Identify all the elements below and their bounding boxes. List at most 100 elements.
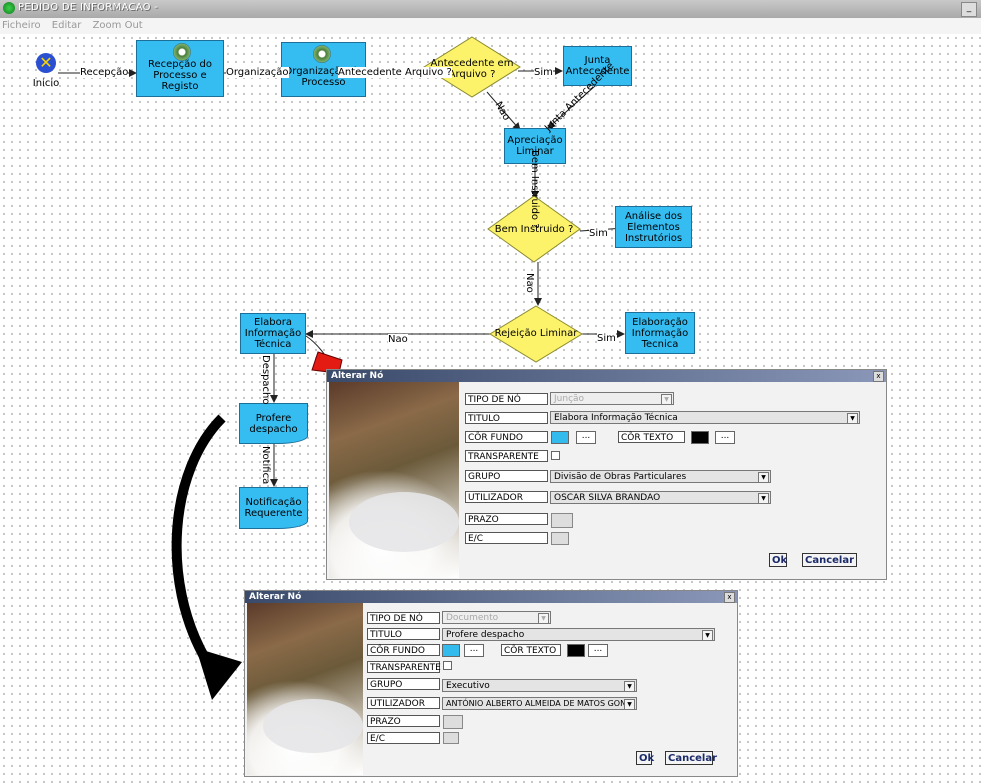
alterar-no-dialog-1: Alterar Nó x TIPO DE NÓ Junção ▼ TITULO … — [326, 369, 887, 580]
dialog-1-title: Alterar Nó — [327, 370, 886, 382]
decision-antecedente — [423, 36, 521, 98]
cor-fundo-swatch[interactable] — [442, 644, 460, 657]
prazo-field[interactable] — [443, 715, 463, 729]
close-icon[interactable]: x — [873, 371, 884, 382]
window-titlebar: PEDIDO DE INFORMACAO - _ — [0, 0, 981, 18]
edge-label-antecedente-arquivo: Antecedente Arquivo ? — [338, 67, 452, 78]
grupo-value: Executivo — [446, 681, 490, 691]
menu-ficheiro[interactable]: Ficheiro — [2, 20, 41, 31]
tipo-select[interactable]: Documento ▼ — [442, 611, 551, 624]
ec-field[interactable] — [551, 532, 569, 545]
utilizador-select[interactable]: ANTÓNIO ALBERTO ALMEIDA DE MATOS GON ▼ — [442, 697, 637, 710]
chevron-down-icon[interactable]: ▼ — [847, 413, 858, 423]
black-curved-arrow-icon — [171, 414, 226, 663]
titulo-value: Elabora Informação Técnica — [554, 413, 678, 423]
cor-fundo-button[interactable]: ... — [576, 431, 596, 444]
cor-texto-button[interactable]: ... — [588, 644, 608, 657]
utilizador-value: ANTÓNIO ALBERTO ALMEIDA DE MATOS GON — [446, 699, 627, 708]
label-tipo: TIPO DE NÓ — [367, 612, 440, 624]
node-elabora-info-label: Elabora Informação Técnica — [244, 317, 302, 350]
app-icon — [3, 2, 15, 14]
transparente-checkbox[interactable] — [443, 661, 452, 670]
alterar-no-dialog-2: Alterar Nó x TIPO DE NÓ Documento ▼ TITU… — [244, 590, 738, 777]
edge-label-organizacao: Organização — [226, 67, 289, 78]
label-tipo: TIPO DE NÓ — [465, 393, 548, 405]
titulo-value: Profere despacho — [446, 630, 525, 640]
node-elaboracao-label: Elaboração Informação Tecnica — [631, 316, 689, 350]
label-prazo: PRAZO — [367, 715, 440, 727]
start-icon[interactable]: ✕ — [36, 53, 56, 73]
cor-texto-swatch[interactable] — [691, 431, 709, 444]
decision-bem-instruido — [487, 195, 581, 263]
chevron-down-icon[interactable]: ▼ — [624, 681, 635, 691]
node-notificacao[interactable]: Notificação Requerente — [239, 487, 308, 529]
utilizador-select[interactable]: OSCAR SILVA BRANDAO ▼ — [550, 491, 771, 504]
cancel-button[interactable]: Cancelar — [802, 553, 857, 567]
chevron-down-icon[interactable]: ▼ — [758, 472, 769, 482]
node-organizacao-label: Organização do Processo — [284, 65, 363, 88]
gear-icon — [313, 45, 331, 63]
transparente-checkbox[interactable] — [551, 451, 560, 460]
cor-fundo-swatch[interactable] — [551, 431, 569, 444]
close-icon[interactable]: x — [724, 592, 735, 603]
node-bem-instruido-label: Bem Instruido ? — [494, 224, 574, 235]
menu-bar: Ficheiro Editar Zoom Out — [0, 18, 981, 34]
ok-button[interactable]: Ok — [769, 553, 787, 567]
titulo-select[interactable]: Elabora Informação Técnica ▼ — [550, 411, 860, 424]
minimize-button[interactable]: _ — [961, 2, 977, 17]
node-inicio-label: Inicio — [32, 78, 60, 89]
tipo-select[interactable]: Junção ▼ — [550, 392, 674, 405]
node-apreciacao-label: Apreciação Liminar — [507, 135, 563, 157]
chevron-down-icon[interactable]: ▼ — [702, 630, 713, 640]
grupo-select[interactable]: Executivo ▼ — [442, 679, 637, 692]
node-junta-label: Junta Antecedente — [565, 55, 630, 77]
chevron-down-icon[interactable]: ▼ — [538, 613, 549, 623]
cor-texto-swatch[interactable] — [567, 644, 585, 657]
label-utilizador: UTILIZADOR — [465, 491, 548, 503]
node-junta[interactable]: Junta Antecedente — [563, 46, 632, 86]
label-ec: E/C — [465, 532, 548, 544]
chevron-down-icon[interactable]: ▼ — [624, 699, 635, 709]
chevron-down-icon[interactable]: ▼ — [758, 493, 769, 503]
ok-button[interactable]: Ok — [636, 751, 654, 765]
chevron-down-icon[interactable]: ▼ — [661, 394, 672, 404]
label-grupo: GRUPO — [465, 470, 548, 482]
label-ec: E/C — [367, 732, 440, 744]
edge-label-nao2: Nao — [524, 273, 535, 293]
dialog-1-photo — [329, 382, 459, 578]
label-grupo: GRUPO — [367, 678, 440, 690]
label-transparente: TRANSPARENTE — [367, 661, 441, 673]
edge-line — [486, 91, 521, 131]
dialog-2-title: Alterar Nó — [245, 591, 737, 603]
menu-editar[interactable]: Editar — [51, 20, 82, 31]
cor-texto-button[interactable]: ... — [715, 431, 735, 444]
edge-label-sim3: Sim — [597, 333, 616, 344]
label-cor-fundo: CÔR FUNDO — [465, 431, 548, 443]
label-transparente: TRANSPARENTE — [465, 450, 548, 462]
titulo-select[interactable]: Profere despacho ▼ — [442, 628, 715, 641]
ec-field[interactable] — [443, 732, 459, 744]
gear-icon — [173, 43, 191, 61]
label-cor-texto: CÔR TEXTO — [501, 644, 561, 656]
cancel-button[interactable]: Cancelar — [665, 751, 717, 765]
node-rececao-label: Recepção do Processo e Registo — [147, 59, 213, 92]
node-elabora-info[interactable]: Elabora Informação Técnica — [240, 313, 306, 354]
prazo-field[interactable] — [551, 513, 573, 528]
dialog-2-photo — [247, 603, 363, 775]
label-titulo: TITULO — [367, 628, 440, 640]
grupo-select[interactable]: Divisão de Obras Particulares ▼ — [550, 470, 771, 483]
node-rejeicao-label: Rejeição Liminar — [494, 328, 578, 339]
node-analise[interactable]: Análise dos Elementos Instrutórios — [615, 206, 692, 248]
cor-fundo-button[interactable]: ... — [464, 644, 484, 657]
node-profere[interactable]: Profere despacho — [239, 403, 308, 444]
node-elaboracao[interactable]: Elaboração Informação Tecnica — [625, 312, 695, 354]
edge-label-sim1: Sim — [534, 67, 553, 78]
edge-label-notifica: Notifica — [260, 446, 271, 485]
decision-rejeicao — [489, 305, 583, 363]
edge-label-bem-instruido-q: Bem Instruido ? — [529, 150, 540, 229]
node-apreciacao[interactable]: Apreciação Liminar — [504, 128, 566, 164]
menu-zoom-out[interactable]: Zoom Out — [92, 20, 143, 31]
window-title: PEDIDO DE INFORMACAO - — [18, 2, 159, 13]
node-antecedente-label: Antecedente em Arquivo ? — [430, 58, 514, 80]
grupo-value: Divisão de Obras Particulares — [554, 472, 687, 482]
